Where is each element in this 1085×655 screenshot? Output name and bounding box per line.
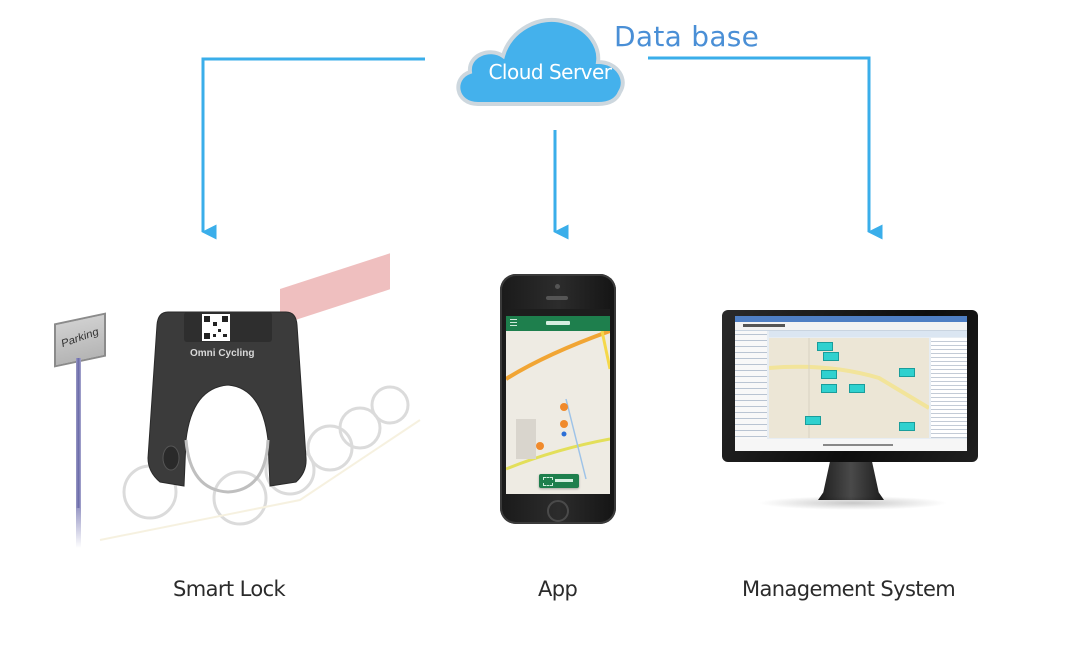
desktop-monitor-icon <box>722 310 978 462</box>
map-marker-icon <box>536 403 568 450</box>
phone-speaker <box>546 296 568 300</box>
window-footer <box>735 439 967 451</box>
hamburger-menu-icon[interactable] <box>510 319 517 327</box>
sign-pole-reflection <box>76 508 81 548</box>
scan-icon <box>543 477 553 486</box>
phone-status-bar <box>506 309 610 316</box>
phone-camera <box>555 284 560 289</box>
bike-lock-icon <box>99 253 421 541</box>
phone-home-button <box>547 500 569 522</box>
edge-cloud-to-smart-lock <box>201 57 425 240</box>
cloud-server-label: Cloud Server <box>488 60 612 84</box>
app-header-bar <box>506 316 610 331</box>
edge-cloud-to-management-system <box>648 56 883 240</box>
cloud-icon <box>456 17 625 106</box>
caption-app: App <box>538 577 578 601</box>
monitor-shadow <box>758 496 948 510</box>
sign-pole <box>76 358 81 508</box>
window-titlebar <box>735 316 967 322</box>
scan-button-label <box>555 479 573 482</box>
database-label: Data base <box>614 20 760 53</box>
lock-brand-text: Omni Cycling <box>190 348 255 359</box>
sidebar-tree <box>735 331 767 439</box>
phone-map <box>506 329 610 494</box>
device-list <box>931 338 967 438</box>
bicycle-row-image <box>99 253 421 541</box>
smartphone-icon <box>500 274 616 524</box>
management-screen <box>735 316 967 451</box>
window-header <box>735 322 967 331</box>
phone-screen <box>506 309 610 494</box>
map-toolbar <box>769 331 967 337</box>
caption-smart-lock: Smart Lock <box>173 577 286 601</box>
parking-sign-text: Parking <box>60 325 100 351</box>
monitor-stand <box>818 462 884 500</box>
fleet-map <box>769 338 929 438</box>
caption-management-system: Management System <box>742 577 956 601</box>
app-title <box>546 321 570 325</box>
scan-to-unlock-button[interactable] <box>539 474 579 488</box>
user-location-dot <box>561 431 567 437</box>
